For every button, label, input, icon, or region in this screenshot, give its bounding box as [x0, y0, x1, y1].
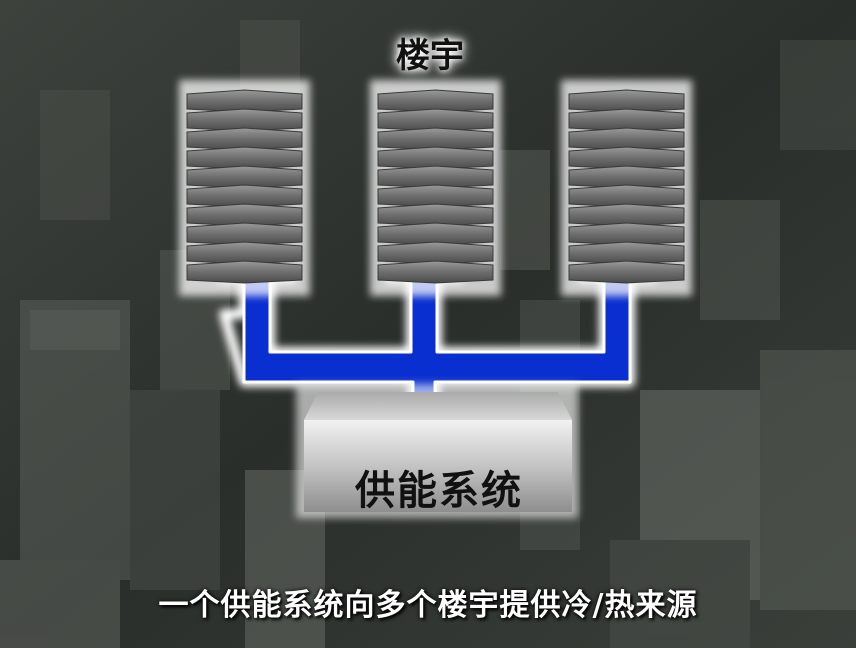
building-floor [568, 165, 685, 189]
building-floor [186, 165, 303, 189]
supply-system-label: 供能系统 [355, 468, 523, 514]
building-floor [568, 146, 685, 170]
building-floor [186, 127, 303, 151]
building-floor [568, 222, 685, 246]
building-floor [377, 184, 494, 208]
buildings-title: 楼宇 [396, 36, 464, 76]
supply-system-box [296, 384, 578, 518]
building-1 [179, 80, 310, 296]
building-2 [370, 80, 501, 296]
building-floor [186, 146, 303, 170]
building-floor [186, 241, 303, 265]
building-floor [377, 165, 494, 189]
building-floor [186, 203, 303, 227]
building-floor [568, 108, 685, 132]
building-floor [186, 222, 303, 246]
building-floor [377, 241, 494, 265]
building-floor [186, 108, 303, 132]
building-floor [186, 89, 303, 113]
building-floor [568, 260, 685, 284]
building-floor [377, 260, 494, 284]
building-floor [568, 184, 685, 208]
building-floor [568, 203, 685, 227]
building-floor [377, 127, 494, 151]
supply-box-top [304, 392, 572, 420]
supply-box-front [304, 420, 572, 512]
building-floor [377, 89, 494, 113]
building-floor [186, 260, 303, 284]
building-floor [568, 127, 685, 151]
building-floor [377, 203, 494, 227]
building-floor [568, 241, 685, 265]
building-floor [568, 89, 685, 113]
background-buildings [0, 20, 856, 648]
building-floor [377, 108, 494, 132]
caption: 一个供能系统向多个楼宇提供冷/热来源 [158, 588, 698, 623]
building-floor [377, 222, 494, 246]
building-3 [561, 80, 692, 296]
building-floor [186, 184, 303, 208]
building-floor [377, 146, 494, 170]
